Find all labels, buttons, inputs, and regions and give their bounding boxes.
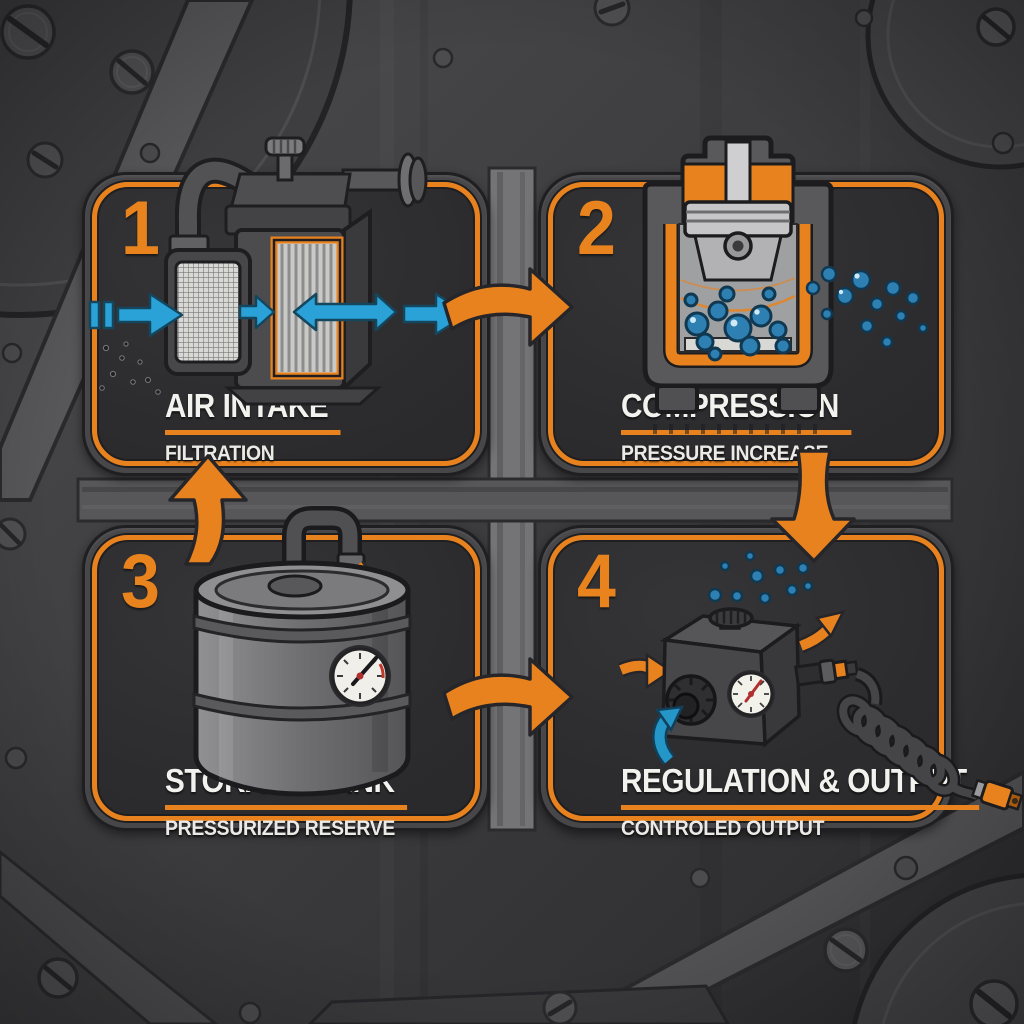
dust-particles: [99, 341, 161, 395]
pressure-gauge-icon: [329, 645, 391, 707]
air-intake-illustration: [88, 136, 470, 406]
flow-arrow-3-to-1-icon: [168, 454, 248, 566]
airflow-dash-icon: [88, 300, 101, 330]
step-number: 3: [121, 539, 160, 624]
escaping-air-bubbles: [805, 265, 929, 349]
step-number: 2: [577, 186, 616, 271]
tank-band: [192, 614, 412, 644]
piston-crown-icon: [683, 200, 793, 238]
shadow-hatching: [653, 424, 817, 434]
outlet-pipe: [341, 168, 407, 192]
hose-nozzle-icon: [970, 778, 1024, 811]
tank-band: [192, 692, 412, 722]
hose-fitting: [794, 658, 859, 687]
filter-mesh-icon: [174, 260, 242, 364]
step-subtitle: FILTRATION: [165, 441, 275, 465]
airflow-in-arrow-icon: [116, 292, 184, 338]
regulator-illustration: [618, 550, 1024, 811]
tank-inlet-pipe: [286, 510, 358, 591]
tank-body: [193, 590, 411, 797]
compression-illustration: [642, 135, 929, 434]
regulator-gauge-icon: [727, 670, 775, 718]
step-number: 4: [577, 539, 616, 624]
valve-knob-icon: [264, 136, 306, 157]
airflow-double-arrow-icon: [292, 292, 398, 332]
cylinder-orange-lining: [665, 224, 811, 366]
storage-tank-illustration: [192, 506, 412, 797]
bubble-highlights: [690, 273, 860, 327]
airflow-mid-arrow-icon: [238, 294, 276, 330]
step-subtitle: PRESSURIZED RESERVE: [165, 816, 396, 840]
compressed-air-bubbles: [683, 285, 792, 362]
air-dots: [707, 550, 814, 605]
airflow-dash-icon: [102, 300, 115, 330]
flow-arrow-1-to-2-icon: [442, 267, 574, 347]
flow-arrow-2-to-4-icon: [770, 449, 856, 563]
pipe-flange-icon: [408, 156, 428, 204]
step-subtitle: CONTROLED OUTPUT: [621, 816, 825, 840]
regulator-out-arrow-icon: [799, 626, 831, 651]
flow-arrow-3-to-4-icon: [442, 657, 574, 737]
step-number: 1: [121, 186, 160, 271]
piston-rod: [724, 140, 752, 210]
housing-feet: [777, 384, 821, 414]
coiled-hose: [836, 667, 980, 802]
step-subtitle: PRESSURE INCREASE: [621, 441, 829, 465]
